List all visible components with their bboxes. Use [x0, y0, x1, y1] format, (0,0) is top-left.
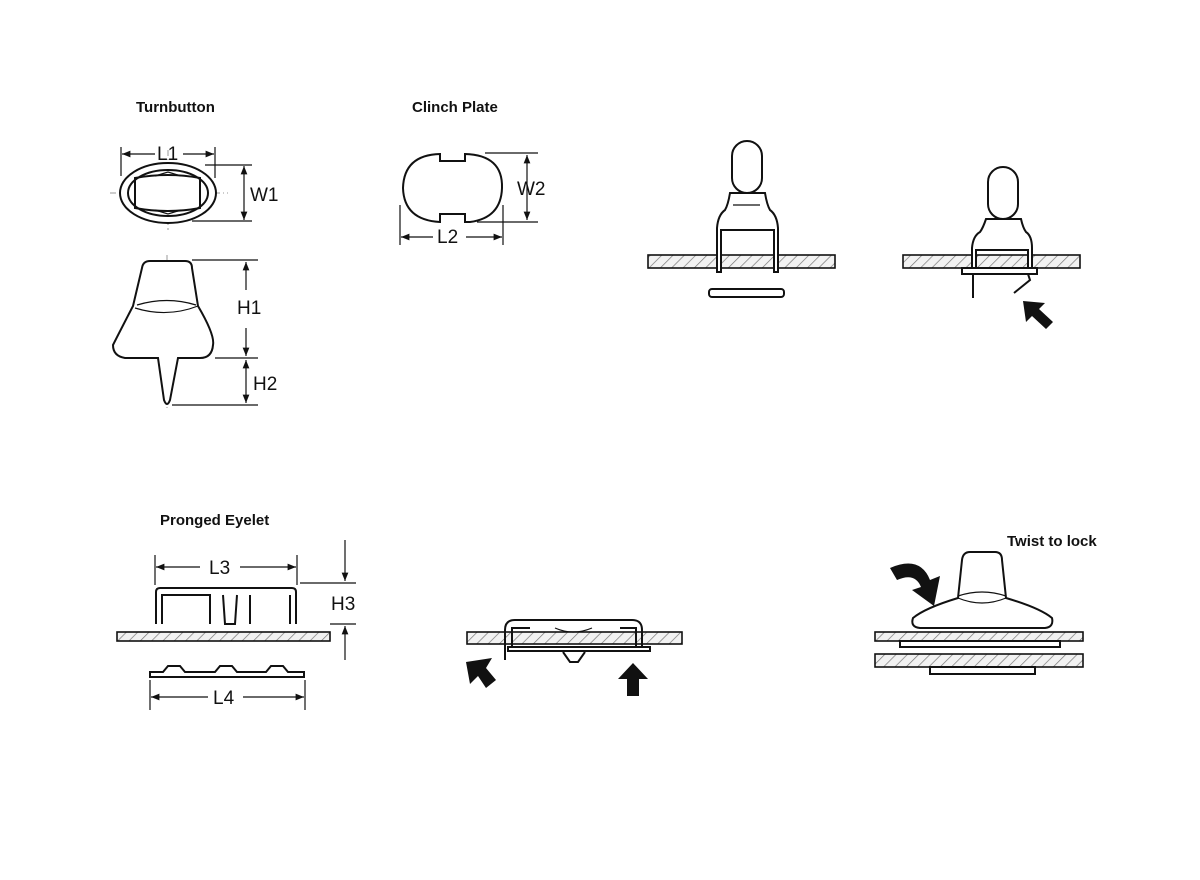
label-w1: W1: [250, 185, 279, 206]
dimension-l4: L4: [149, 680, 306, 710]
label-l3: L3: [209, 558, 230, 579]
dimension-l3: L3: [154, 555, 298, 585]
turnbutton-side-view: [111, 255, 215, 410]
pronged-eyelet-title: Pronged Eyelet: [160, 512, 269, 529]
label-h3: H3: [331, 594, 355, 615]
label-l4: L4: [213, 688, 235, 709]
dimension-l1: L1: [120, 144, 216, 178]
label-l2: L2: [437, 227, 458, 248]
dimension-w2: W2: [477, 152, 546, 223]
material-layer: [874, 653, 1084, 668]
twist-arrow-icon: [890, 563, 940, 606]
pronged-eyelet-part: [155, 587, 297, 625]
turnbutton-title: Turnbutton: [136, 99, 215, 116]
assembly-step-clinch: [902, 166, 1081, 329]
dimension-w1: W1: [192, 164, 279, 222]
label-h1: H1: [237, 298, 261, 319]
assembly-step-insert: [647, 140, 836, 298]
turnbutton-top-view: [110, 150, 228, 230]
label-l1: L1: [157, 144, 178, 165]
dimension-l2: L2: [399, 205, 504, 248]
pronged-eyelet-group: Pronged Eyelet L3 H3 L4: [116, 512, 356, 710]
label-h2: H2: [253, 374, 277, 395]
material-layer: [874, 631, 1084, 642]
dimension-h3: H3: [300, 540, 356, 660]
material-layer: [647, 254, 836, 269]
clinch-plate-title: Clinch Plate: [412, 99, 498, 116]
eyelet-assembly: [466, 619, 683, 696]
material-layer: [116, 631, 331, 642]
dimension-h1-h2: H1 H2: [172, 259, 277, 406]
push-arrow-icon: [466, 658, 496, 688]
eyelet-flat-view: [149, 665, 305, 678]
material-layer: [902, 254, 1081, 269]
label-w2: W2: [517, 179, 546, 200]
clinch-plate-group: Clinch Plate W2 L2: [399, 99, 546, 248]
push-arrow-icon: [1023, 301, 1053, 329]
turnbutton-group: Turnbutton L1 W1: [110, 99, 279, 410]
clinch-plate-shape: [401, 152, 504, 224]
twist-to-lock-group: Twist to lock: [874, 533, 1097, 675]
clinch-plate-part: [708, 288, 785, 298]
twist-to-lock-title: Twist to lock: [1007, 533, 1097, 550]
push-arrow-icon: [618, 663, 648, 696]
material-layer: [466, 631, 683, 645]
